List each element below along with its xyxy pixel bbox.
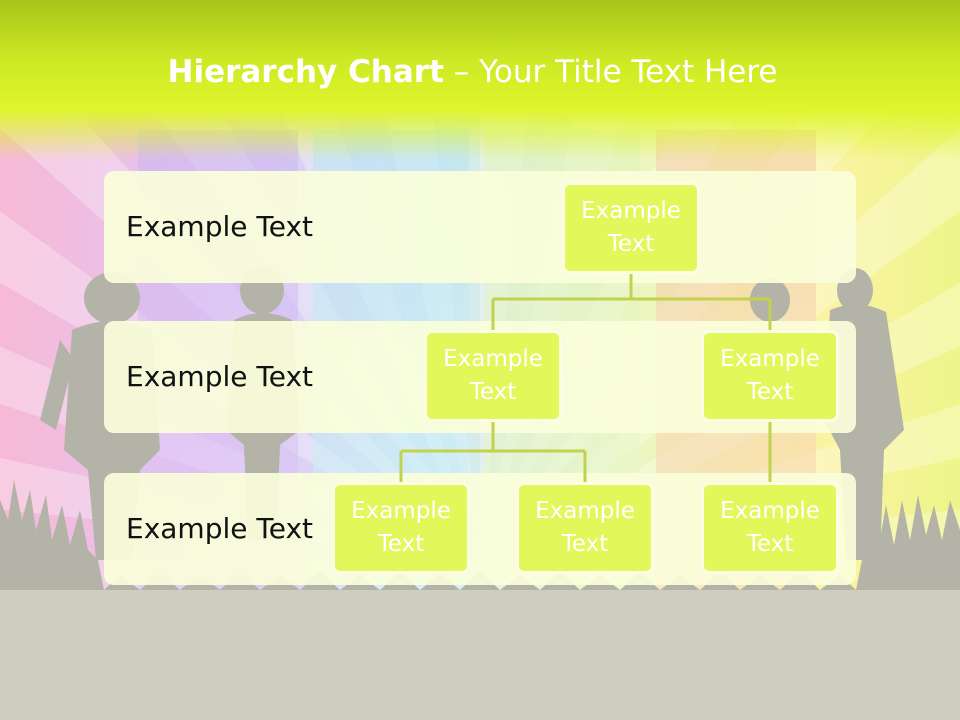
level-1-label: Example Text (126, 210, 314, 243)
ground (0, 590, 960, 720)
level-3-label: Example Text (126, 512, 314, 545)
level-2-label: Example Text (126, 360, 314, 393)
slide-title: Hierarchy Chart – Your Title Text Here (0, 54, 945, 90)
title-bold-part: Hierarchy Chart (167, 54, 444, 90)
title-rest-part: – Your Title Text Here (443, 54, 778, 90)
level-band-1: Example Text (104, 171, 856, 283)
title-bar: Hierarchy Chart – Your Title Text Here (0, 0, 960, 160)
